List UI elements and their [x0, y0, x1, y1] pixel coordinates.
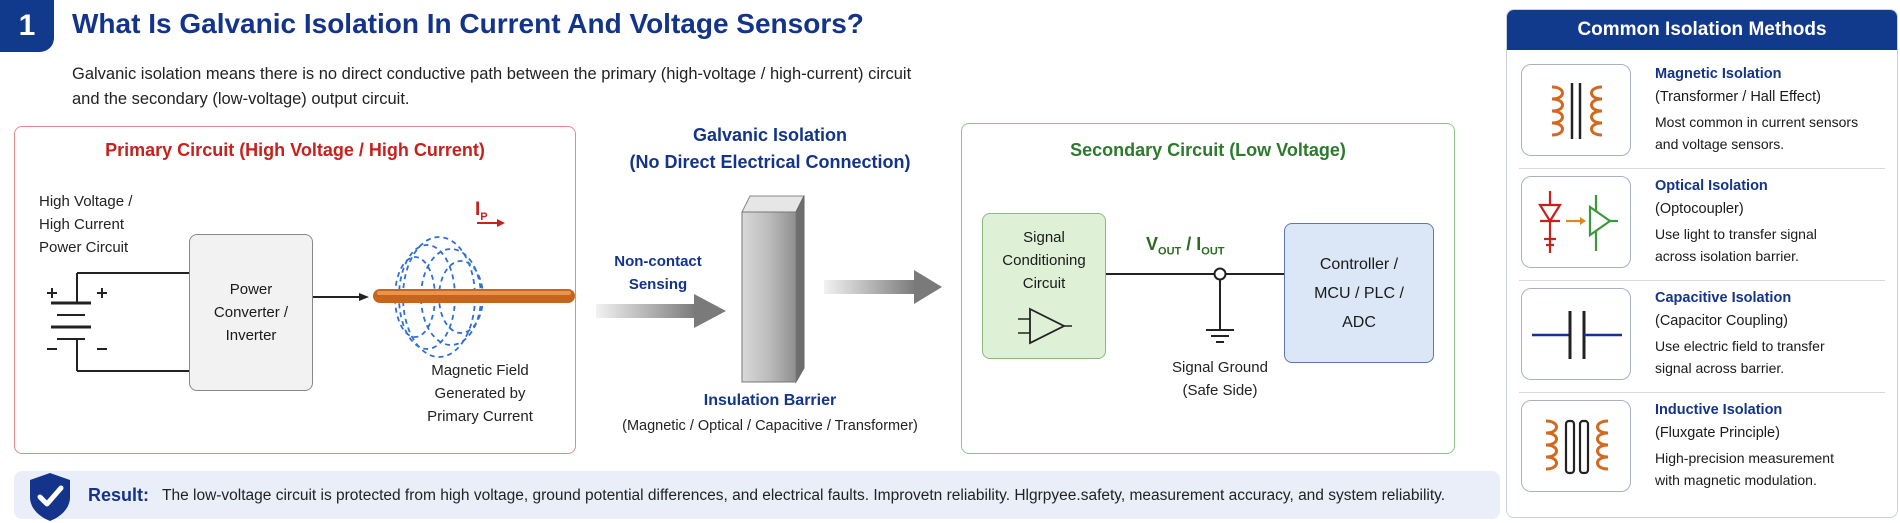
- output-signal-label: VOUT / IOUT: [1146, 234, 1225, 258]
- vout-symbol: V: [1146, 234, 1159, 254]
- current-subscript: P: [480, 210, 488, 223]
- iout-symbol: I: [1196, 234, 1202, 254]
- sensing-arrow-right: [824, 270, 942, 304]
- method-description: Most common in current sensors and volta…: [1655, 111, 1885, 155]
- section-number-badge: 1: [0, 0, 54, 52]
- secondary-circuit-panel: Secondary Circuit (Low Voltage) Signal C…: [961, 123, 1455, 454]
- current-symbol: I: [475, 199, 481, 220]
- isolation-title-line: Galvanic Isolation: [692, 125, 848, 145]
- method-desc-line: Most common in current sensors: [1655, 114, 1859, 130]
- converter-label-line: Converter /: [213, 304, 289, 321]
- non-contact-sensing-label: Non-contact Sensing: [598, 250, 718, 296]
- secondary-circuit-title: Secondary Circuit (Low Voltage): [1070, 140, 1346, 160]
- method-divider: [1519, 280, 1885, 281]
- primary-circuit-title: Primary Circuit (High Voltage / High Cur…: [105, 140, 485, 160]
- sensing-line: Non-contact: [614, 253, 702, 270]
- fluxgate-icon: [1521, 400, 1631, 492]
- method-desc-line: with magnetic modulation.: [1655, 472, 1817, 488]
- source-label-line: Power Circuit: [39, 239, 129, 256]
- method-name: Inductive Isolation: [1655, 402, 1783, 418]
- magnetic-field-label: Magnetic Field Generated by Primary Curr…: [395, 359, 565, 428]
- method-desc-line: High-precision measurement: [1655, 450, 1834, 466]
- source-label-line: High Current: [39, 216, 125, 233]
- page-title: What Is Galvanic Isolation In Current An…: [72, 8, 864, 39]
- method-description: Use electric field to transfer signal ac…: [1655, 335, 1885, 379]
- battery-icon: [47, 272, 189, 372]
- signal-box-line: Conditioning: [1002, 252, 1086, 269]
- isolation-title-line: (No Direct Electrical Connection): [629, 152, 911, 172]
- sensing-line: Sensing: [628, 276, 688, 293]
- controller-line: MCU / PLC /: [1314, 284, 1404, 302]
- power-converter-box: Power Converter / Inverter: [189, 234, 313, 391]
- isolation-title: Galvanic Isolation (No Direct Electrical…: [600, 122, 940, 176]
- method-inductive: Inductive Isolation (Fluxgate Principle)…: [1507, 400, 1897, 510]
- conductor-icon: [373, 289, 575, 303]
- controller-line: ADC: [1342, 313, 1376, 331]
- insulation-barrier-title: Insulation Barrier: [703, 392, 837, 409]
- result-bar: Result: The low-voltage circuit is prote…: [14, 471, 1500, 521]
- transformer-icon: [1521, 64, 1631, 156]
- method-desc-line: across isolation barrier.: [1655, 248, 1799, 264]
- iout-subscript: OUT: [1201, 245, 1225, 258]
- method-subtitle: (Capacitor Coupling): [1655, 313, 1788, 329]
- method-description: Use light to transfer signal across isol…: [1655, 223, 1885, 267]
- primary-current-label: IP: [475, 199, 488, 223]
- signal-box-line: Signal: [1023, 229, 1065, 246]
- converter-label-line: Inverter: [225, 327, 277, 344]
- result-text: The low-voltage circuit is protected fro…: [162, 487, 1446, 504]
- source-label-line: High Voltage /: [39, 193, 133, 210]
- controller-box: Controller / MCU / PLC / ADC: [1284, 223, 1434, 363]
- controller-line: Controller /: [1319, 255, 1399, 273]
- method-magnetic: Magnetic Isolation (Transformer / Hall E…: [1507, 64, 1897, 174]
- field-label-line: Magnetic Field: [431, 362, 529, 379]
- ground-icon: [1206, 329, 1234, 343]
- method-capacitive: Capacitive Isolation (Capacitor Coupling…: [1507, 288, 1897, 398]
- method-desc-line: signal across barrier.: [1655, 360, 1785, 376]
- method-subtitle: (Fluxgate Principle): [1655, 425, 1780, 441]
- method-description: High-precision measurement with magnetic…: [1655, 447, 1885, 491]
- intro-text: Galvanic isolation means there is no dir…: [72, 62, 992, 112]
- method-subtitle: (Optocoupler): [1655, 201, 1744, 217]
- primary-circuit-panel: Primary Circuit (High Voltage / High Cur…: [14, 126, 576, 454]
- amplifier-icon: [1018, 307, 1072, 345]
- insulation-barrier-icon: [741, 195, 805, 384]
- ground-line: Signal Ground: [1172, 359, 1268, 376]
- capacitor-icon: [1521, 288, 1631, 380]
- intro-line-1: Galvanic isolation means there is no dir…: [72, 65, 912, 83]
- method-divider: [1519, 392, 1885, 393]
- signal-ground-label: Signal Ground (Safe Side): [1140, 356, 1300, 402]
- sensing-arrow-left: [596, 294, 726, 328]
- optocoupler-icon: [1521, 176, 1631, 268]
- signal-conditioning-box: Signal Conditioning Circuit: [982, 213, 1106, 359]
- isolation-methods-panel: Common Isolation Methods Magnetic Isolat…: [1506, 9, 1898, 518]
- method-desc-line: Use light to transfer signal: [1655, 226, 1817, 242]
- insulation-barrier-subtitle: (Magnetic / Optical / Capacitive / Trans…: [622, 418, 918, 434]
- output-node: [1213, 267, 1227, 281]
- method-desc-line: Use electric field to transfer: [1655, 338, 1825, 354]
- method-name: Magnetic Isolation: [1655, 66, 1782, 82]
- converter-label-line: Power: [229, 281, 273, 298]
- shield-check-icon: [30, 473, 70, 521]
- field-label-line: Generated by: [434, 385, 526, 402]
- vout-subscript: OUT: [1158, 245, 1182, 258]
- signal-box-line: Circuit: [1022, 275, 1066, 292]
- secondary-circuit-drawing: [1106, 267, 1284, 343]
- field-label-line: Primary Current: [427, 408, 533, 425]
- method-divider: [1519, 168, 1885, 169]
- primary-circuit-drawing: [47, 219, 575, 372]
- method-subtitle: (Transformer / Hall Effect): [1655, 89, 1821, 105]
- isolation-barrier-drawing: [596, 195, 942, 384]
- vi-separator: /: [1181, 234, 1197, 254]
- method-name: Optical Isolation: [1655, 178, 1768, 194]
- method-name: Capacitive Isolation: [1655, 290, 1792, 306]
- method-desc-line: and voltage sensors.: [1655, 136, 1785, 152]
- power-source-label: High Voltage / High Current Power Circui…: [39, 190, 132, 259]
- result-label: Result:: [88, 485, 150, 505]
- section-number: 1: [18, 9, 36, 42]
- ground-line: (Safe Side): [1182, 382, 1258, 399]
- method-optical: Optical Isolation (Optocoupler) Use ligh…: [1507, 176, 1897, 286]
- methods-header: Common Isolation Methods: [1507, 10, 1897, 50]
- intro-line-2: and the secondary (low-voltage) output c…: [72, 90, 410, 108]
